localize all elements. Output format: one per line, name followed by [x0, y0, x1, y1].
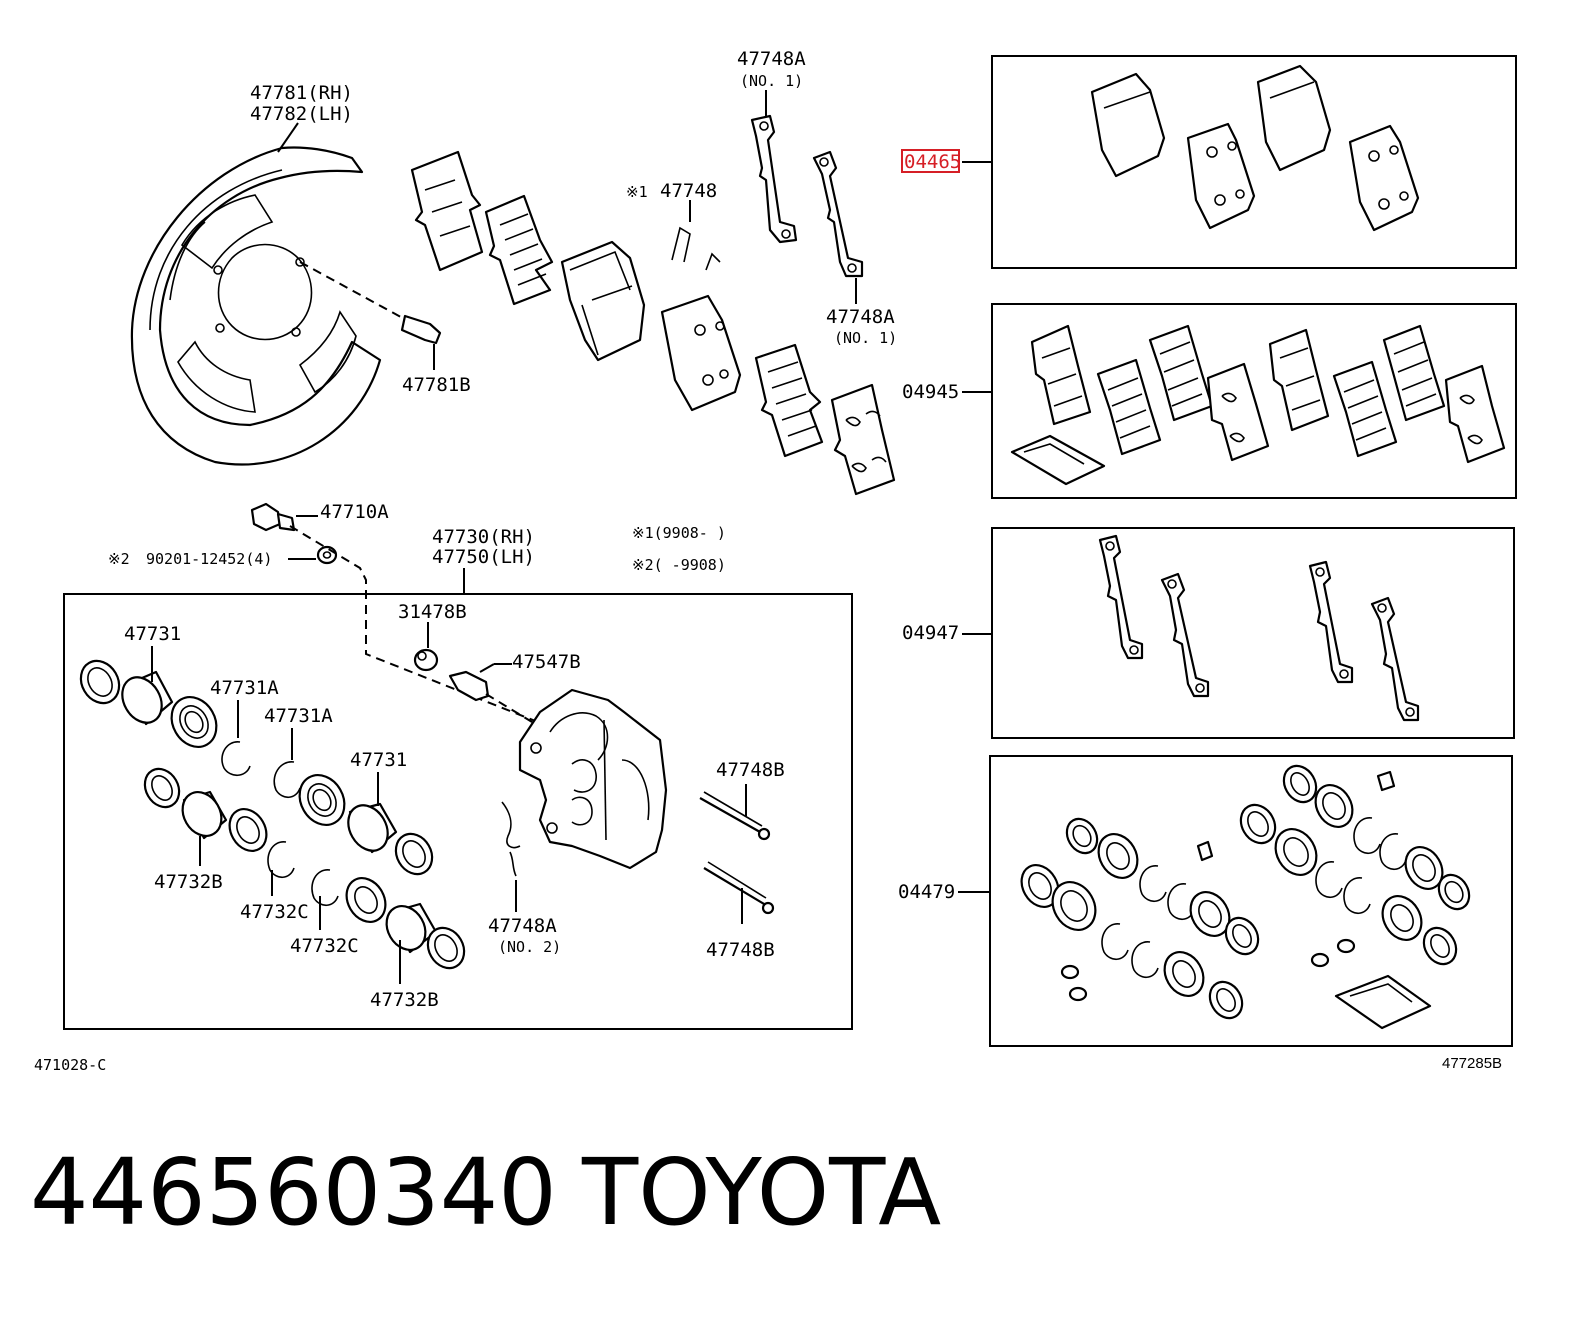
label-47748a-mid: 47748A — [826, 306, 895, 328]
label-47748b-top: 47748B — [716, 759, 785, 781]
kit-shims-box — [991, 303, 1517, 499]
label-47547b: 47547B — [512, 651, 581, 673]
label-47748: 47748 — [660, 180, 717, 202]
kit-shims: 04945 — [902, 303, 1517, 499]
bleeder-cap: 31478B — [398, 601, 467, 672]
shield-bolt: 47781B — [299, 261, 471, 396]
brand-name: TOYOTA — [581, 1139, 941, 1246]
pad-pin-bottom: 47748B — [703, 861, 775, 961]
label-47731-a: 47731 — [124, 623, 181, 645]
label-90201-12452: 90201-12452(4) — [146, 550, 272, 568]
pad-clip-mid: 47748A (NO. 1) — [812, 150, 897, 347]
piston-callouts: 47731 47731A 47731A 47731 47732B 47732C … — [124, 623, 439, 1011]
label-note2: ※2( -9908) — [632, 556, 726, 574]
shim-outer-2 — [830, 383, 896, 496]
label-47731a-2: 47731A — [264, 705, 333, 727]
label-47781b: 47781B — [402, 374, 471, 396]
label-04479: 04479 — [898, 881, 955, 903]
label-47731-b: 47731 — [350, 749, 407, 771]
label-no2: (NO. 2) — [498, 938, 561, 956]
label-47748a-no2: 47748A — [488, 915, 557, 937]
part-number: 446560340 — [30, 1139, 557, 1246]
label-47732b-b: 47732B — [370, 989, 439, 1011]
mounting-bolt: 47710A — [250, 501, 389, 532]
shim-inner-1 — [484, 194, 554, 306]
pad-clip-no2: 47748A (NO. 2) — [488, 801, 561, 956]
label-no1-mid: (NO. 1) — [834, 329, 897, 347]
label-47731a-1: 47731A — [210, 677, 279, 699]
label-47750-lh: 47750(LH) — [432, 546, 535, 568]
label-note2-mark-washer: ※2 — [108, 550, 130, 568]
label-47732c-2: 47732C — [290, 935, 359, 957]
label-47732c-1: 47732C — [240, 901, 309, 923]
label-47710a: 47710A — [320, 501, 389, 523]
label-47732b-a: 47732B — [154, 871, 223, 893]
brake-pad-2 — [660, 294, 742, 412]
washer: ※2 90201-12452(4) — [108, 545, 338, 568]
pad-clip-top: 47748A (NO. 1) — [737, 48, 806, 244]
kit-pads: 04465 — [901, 55, 1517, 269]
bolt-leader-dashed — [289, 525, 549, 727]
label-47781-rh: 47781(RH) — [250, 82, 353, 104]
dust-shield — [130, 146, 382, 466]
shim-inner-2 — [754, 343, 824, 458]
kit-seals: 04479 — [898, 755, 1513, 1047]
anti-rattle-spring: ※1 47748 — [626, 180, 721, 271]
label-no1-top: (NO. 1) — [740, 72, 803, 90]
shield-callout: 47781(RH) 47782(LH) — [250, 82, 353, 153]
caliper-body — [518, 688, 668, 870]
label-31478b: 31478B — [398, 601, 467, 623]
bleeder-plug: 47547B — [448, 651, 581, 723]
label-note1-mark-spring: ※1 — [626, 183, 648, 201]
label-47730-rh: 47730(RH) — [432, 526, 535, 548]
label-note1: ※1(9908- ) — [632, 524, 726, 542]
kit-pads-box — [991, 55, 1517, 269]
label-04465: 04465 — [904, 151, 961, 173]
kit-seals-box — [989, 755, 1513, 1047]
brake-pad-1 — [560, 240, 646, 362]
kit-pads-highlight — [901, 149, 960, 173]
label-04947: 04947 — [902, 622, 959, 644]
label-47748a-top: 47748A — [737, 48, 806, 70]
label-04945: 04945 — [902, 381, 959, 403]
caliper-assembly-box — [63, 593, 853, 1030]
shim-outer-1 — [410, 150, 484, 272]
ref-code-left: 471028-C — [34, 1056, 106, 1074]
pad-pin-top: 47748B — [699, 759, 785, 841]
label-47748b-bottom: 47748B — [706, 939, 775, 961]
piston-seal-group — [79, 659, 466, 970]
label-47782-lh: 47782(LH) — [250, 103, 353, 125]
ref-code-right: 477285B — [1442, 1055, 1502, 1072]
kit-clips: 04947 — [902, 527, 1515, 739]
kit-clips-box — [991, 527, 1515, 739]
caliper-callout: 47730(RH) 47750(LH) ※1(9908- ) ※2( -9908… — [432, 524, 726, 594]
